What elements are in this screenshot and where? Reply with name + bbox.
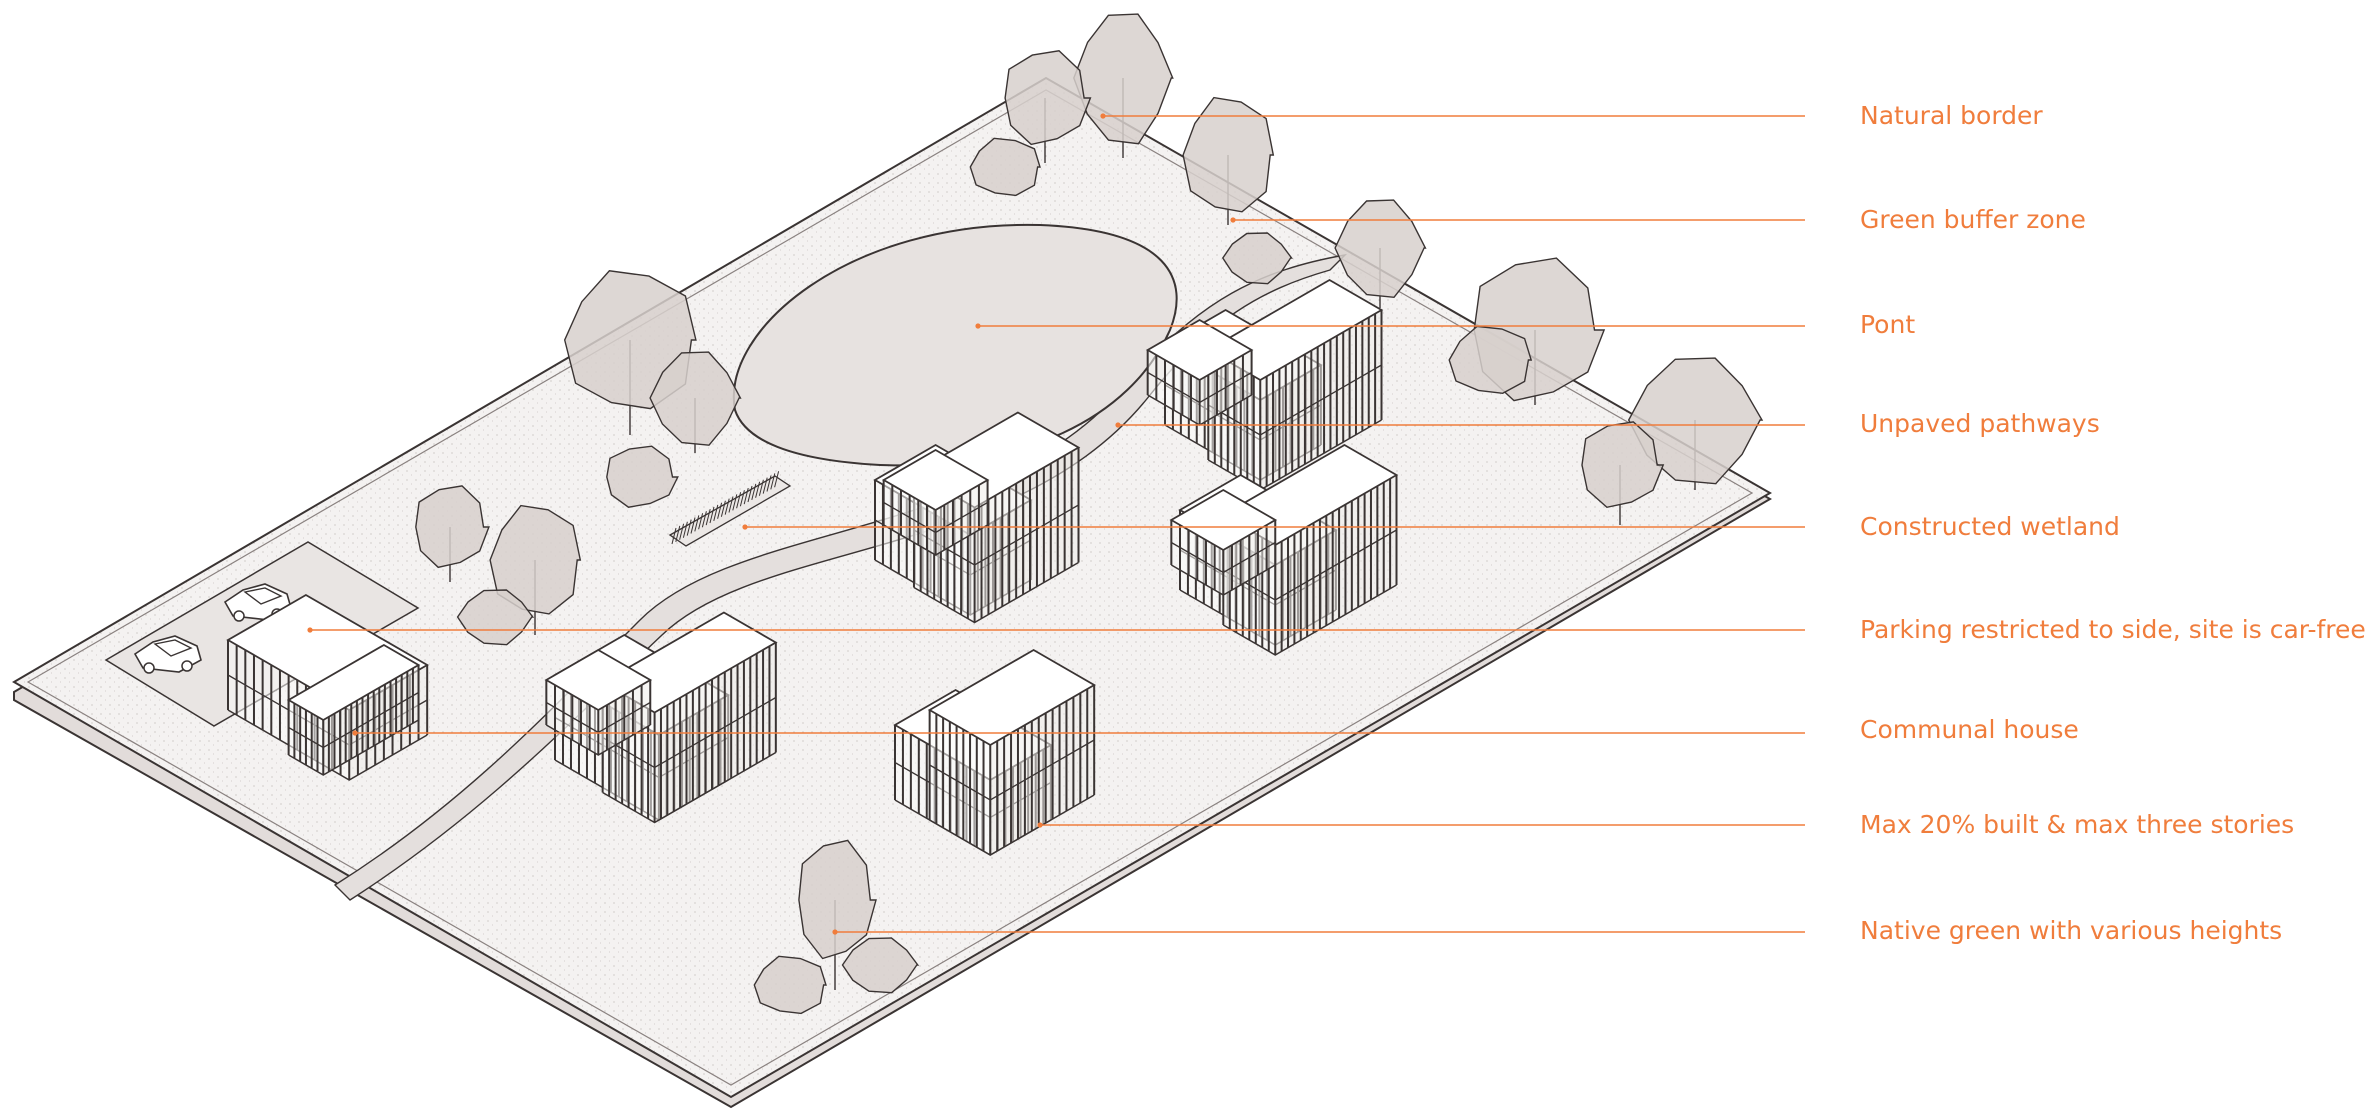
leader-dot-native-green: [832, 929, 837, 934]
label-pond: Pont: [1860, 312, 1915, 337]
label-unpaved-pathways: Unpaved pathways: [1860, 411, 2100, 436]
leader-dot-unpaved-pathways: [1115, 422, 1120, 427]
label-parking: Parking restricted to side, site is car-…: [1860, 617, 2366, 642]
label-native-green: Native green with various heights: [1860, 918, 2282, 943]
leader-dot-natural-border: [1100, 113, 1105, 118]
leader-dot-constructed-wetland: [742, 524, 747, 529]
label-communal-house: Communal house: [1860, 717, 2079, 742]
leader-dot-communal-house: [352, 730, 357, 735]
label-natural-border: Natural border: [1860, 103, 2043, 128]
leader-dot-green-buffer-zone: [1230, 217, 1235, 222]
leader-dot-parking: [307, 627, 312, 632]
leader-dot-pond: [975, 323, 980, 328]
label-constructed-wetland: Constructed wetland: [1860, 514, 2120, 539]
label-green-buffer-zone: Green buffer zone: [1860, 207, 2086, 232]
leader-dot-max-built: [1037, 822, 1042, 827]
label-max-built: Max 20% built & max three stories: [1860, 812, 2294, 837]
